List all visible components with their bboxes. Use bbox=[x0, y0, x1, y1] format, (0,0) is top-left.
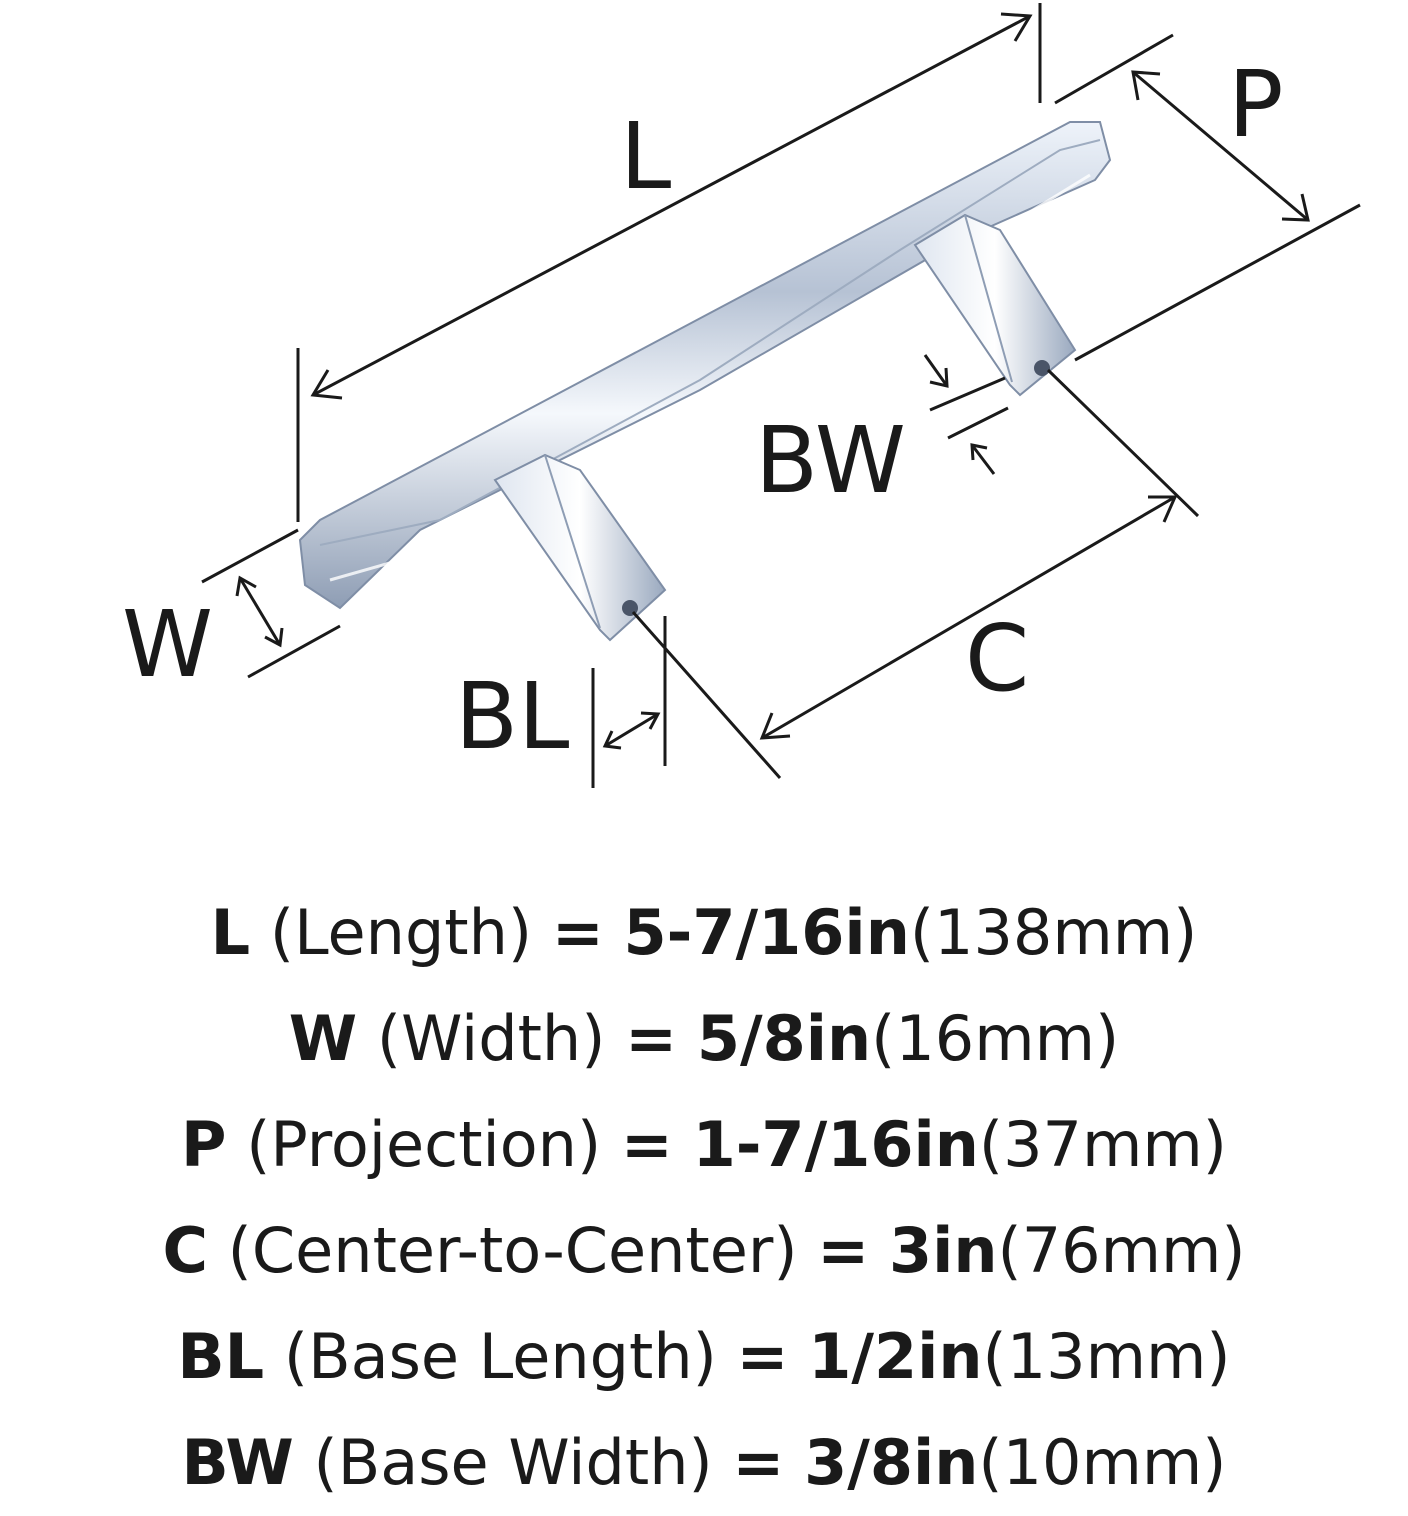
base-width-dimension: BW bbox=[755, 354, 1009, 514]
projection-dimension: P bbox=[1054, 33, 1361, 362]
length-dimension: L bbox=[296, 3, 1042, 522]
spec-row-center-to-center: C (Center-to-Center) = 3in(76mm) bbox=[162, 1198, 1245, 1304]
label-BL: BL bbox=[455, 663, 569, 770]
spec-metric-value: (37mm) bbox=[978, 1108, 1227, 1181]
dimension-specs-list: L (Length) = 5-7/16in(138mm) W (Width) =… bbox=[0, 880, 1408, 1516]
label-P: P bbox=[1228, 51, 1283, 158]
left-post bbox=[493, 453, 667, 642]
spec-row-base-width: BW (Base Width) = 3/8in(10mm) bbox=[182, 1410, 1227, 1516]
label-W: W bbox=[122, 591, 213, 698]
spec-description: (Base Width) bbox=[313, 1426, 713, 1499]
spec-equals: = bbox=[736, 1320, 789, 1393]
spec-description: (Width) bbox=[376, 1002, 606, 1075]
handle-bar-facet-2 bbox=[329, 173, 1091, 582]
spec-code: W bbox=[288, 1002, 358, 1075]
spec-metric-value: (76mm) bbox=[997, 1214, 1246, 1287]
spec-code: BL bbox=[177, 1320, 265, 1393]
left-post-edge bbox=[544, 454, 601, 629]
spec-metric-value: (16mm) bbox=[871, 1002, 1120, 1075]
spec-code: BW bbox=[181, 1426, 294, 1499]
spec-imperial-value: 1-7/16in bbox=[692, 1108, 979, 1181]
spec-imperial-value: 5-7/16in bbox=[623, 896, 910, 969]
spec-row-projection: P (Projection) = 1-7/16in(37mm) bbox=[181, 1092, 1227, 1198]
spec-equals: = bbox=[817, 1214, 870, 1287]
right-post-edge bbox=[964, 214, 1013, 383]
spec-description: (Projection) bbox=[246, 1108, 602, 1181]
spec-code: C bbox=[162, 1214, 208, 1287]
spec-imperial-value: 5/8in bbox=[696, 1002, 872, 1075]
spec-description: (Length) bbox=[269, 896, 533, 969]
width-dimension: W bbox=[122, 528, 341, 698]
spec-imperial-value: 3/8in bbox=[804, 1426, 979, 1499]
spec-row-base-length: BL (Base Length) = 1/2in(13mm) bbox=[177, 1304, 1230, 1410]
spec-imperial-value: 3in bbox=[888, 1214, 998, 1287]
label-BW: BW bbox=[755, 407, 906, 514]
spec-metric-value: (138mm) bbox=[909, 896, 1198, 969]
spec-row-length: L (Length) = 5-7/16in(138mm) bbox=[211, 880, 1198, 986]
spec-imperial-value: 1/2in bbox=[808, 1320, 983, 1393]
right-post-screw-hole bbox=[1034, 360, 1050, 376]
spec-description: (Center-to-Center) bbox=[227, 1214, 798, 1287]
right-post bbox=[913, 213, 1077, 397]
spec-equals: = bbox=[625, 1002, 678, 1075]
spec-equals: = bbox=[732, 1426, 785, 1499]
cabinet-pull-handle bbox=[298, 121, 1112, 642]
dimension-diagram: L P BW W BL bbox=[122, 3, 1361, 788]
spec-equals: = bbox=[620, 1108, 673, 1181]
label-C: C bbox=[965, 605, 1029, 712]
center-to-center-dimension: C bbox=[759, 368, 1200, 740]
spec-description: (Base Length) bbox=[283, 1320, 717, 1393]
spec-metric-value: (10mm) bbox=[978, 1426, 1227, 1499]
spec-row-width: W (Width) = 5/8in(16mm) bbox=[289, 986, 1119, 1092]
spec-metric-value: (13mm) bbox=[982, 1320, 1231, 1393]
base-length-dimension: BL bbox=[455, 611, 782, 788]
spec-code: P bbox=[181, 1108, 227, 1181]
spec-equals: = bbox=[551, 896, 604, 969]
spec-code: L bbox=[210, 896, 251, 969]
label-L: L bbox=[620, 103, 671, 210]
handle-bar-facet bbox=[319, 139, 1101, 546]
